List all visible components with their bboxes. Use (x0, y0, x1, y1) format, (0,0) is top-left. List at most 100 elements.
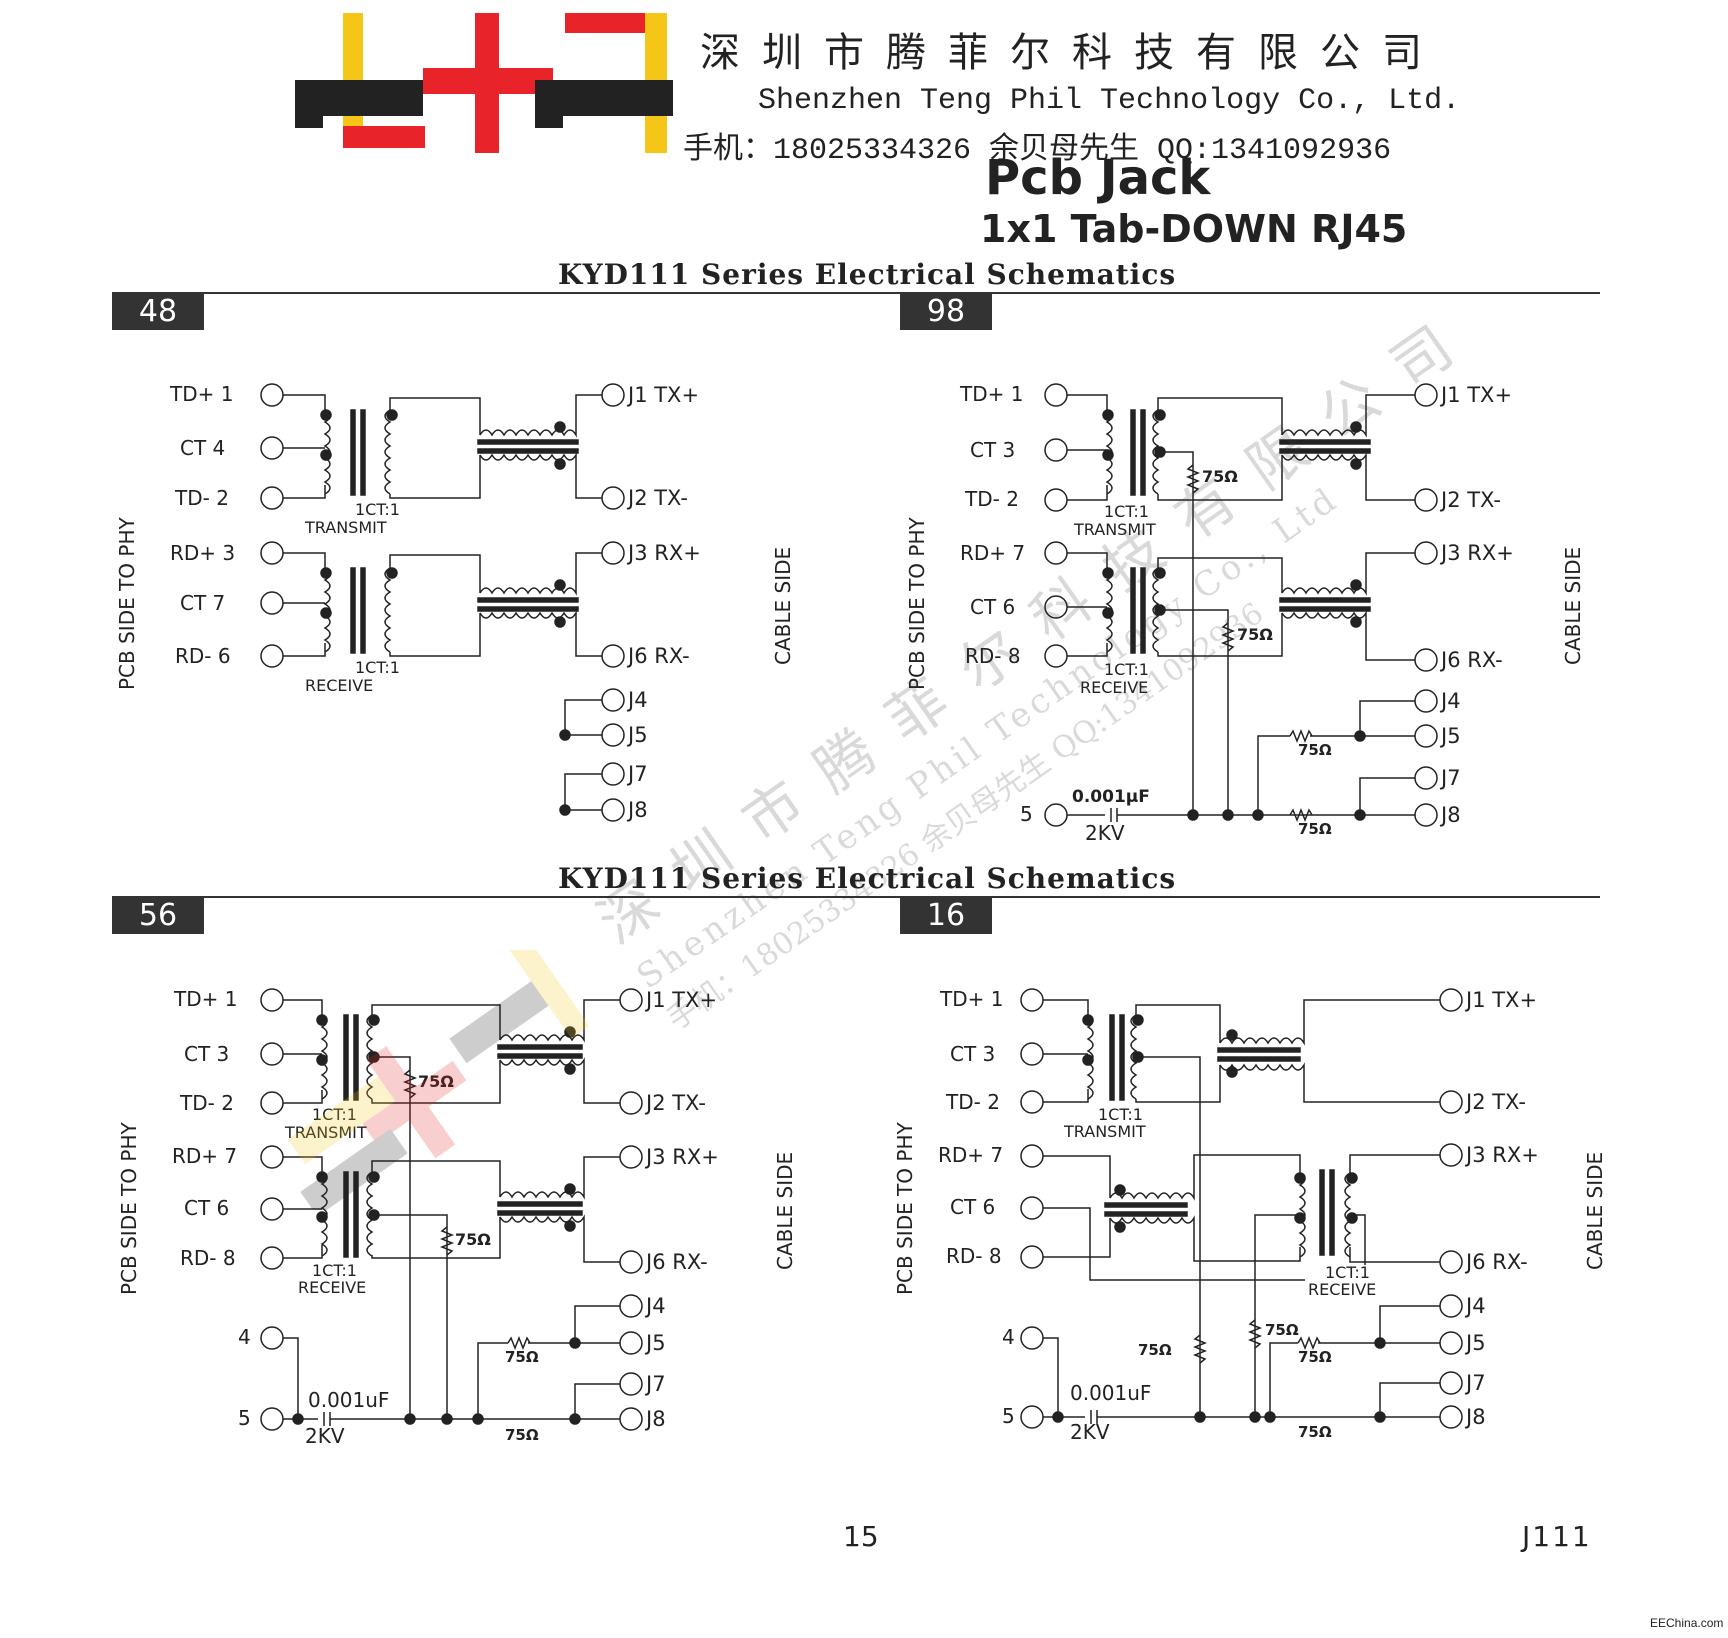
section-rule (112, 292, 1600, 294)
watermark-logo (287, 950, 590, 1210)
svg-text:J8: J8 (1464, 1405, 1486, 1429)
section-title: KYD111 Series Electrical Schematics (558, 258, 1177, 291)
svg-text:TD- 2: TD- 2 (945, 1090, 1000, 1114)
svg-text:CT 6: CT 6 (950, 1195, 995, 1219)
doc-code: J111 (1522, 1520, 1592, 1553)
svg-text:J3 RX+: J3 RX+ (1439, 541, 1514, 565)
svg-text:0.001μF: 0.001μF (1072, 787, 1150, 807)
svg-text:2KV: 2KV (305, 1424, 345, 1445)
svg-text:J6 RX-: J6 RX- (626, 644, 690, 668)
svg-text:J2 TX-: J2 TX- (626, 486, 688, 510)
svg-text:CT 3: CT 3 (950, 1042, 995, 1066)
svg-text:J6 RX-: J6 RX- (1439, 648, 1503, 672)
svg-text:CABLE SIDE: CABLE SIDE (773, 1152, 797, 1270)
svg-text:75Ω: 75Ω (1298, 1348, 1332, 1366)
svg-text:J4: J4 (644, 1294, 666, 1318)
panel-tag: 56 (112, 897, 204, 934)
schematic-98: TD+ 1 CT 3 TD- 2 RD+ 7 CT 6 RD- 8 5 75Ω … (905, 382, 1585, 840)
svg-text:J3 RX+: J3 RX+ (626, 541, 701, 565)
company-name-en: Shenzhen Teng Phil Technology Co., Ltd. (758, 84, 1461, 118)
svg-text:75Ω: 75Ω (1265, 1321, 1299, 1339)
svg-text:CT 6: CT 6 (184, 1196, 229, 1220)
svg-text:PCB SIDE TO PHY: PCB SIDE TO PHY (117, 1121, 141, 1295)
schematic-56: TD+ 1 CT 3 TD- 2 RD+ 7 CT 6 RD- 8 4 5 75… (117, 987, 797, 1445)
pin-label: TD- 2 (174, 486, 229, 510)
svg-text:J6 RX-: J6 RX- (644, 1250, 708, 1274)
pin-label: CT 7 (180, 591, 225, 615)
schematic-16: TD+ 1 CT 3 TD- 2 RD+ 7 CT 6 RD- 8 4 5 1C… (893, 987, 1607, 1444)
svg-text:J2 TX-: J2 TX- (644, 1091, 706, 1115)
svg-text:RD+ 7: RD+ 7 (172, 1144, 237, 1168)
svg-text:CT 3: CT 3 (970, 438, 1015, 462)
company-logo (295, 13, 673, 153)
panel-tag: 48 (112, 293, 204, 330)
svg-text:4: 4 (1002, 1325, 1015, 1349)
svg-text:RD+ 7: RD+ 7 (938, 1143, 1003, 1167)
svg-text:J5: J5 (1439, 724, 1461, 748)
pin-label: TD+ 1 (169, 382, 233, 406)
svg-text:J5: J5 (626, 723, 648, 747)
svg-text:J7: J7 (626, 762, 648, 786)
contact-line: 手机：18025334326 余贝母先生 QQ:1341092936 (683, 134, 1392, 168)
svg-text:J7: J7 (1464, 1371, 1486, 1395)
svg-text:J8: J8 (1439, 803, 1461, 827)
svg-text:TRANSMIT: TRANSMIT (1073, 520, 1156, 539)
credit-text: EEChina.com (1650, 1616, 1724, 1630)
svg-text:0.001uF: 0.001uF (308, 1388, 389, 1412)
svg-text:CABLE SIDE: CABLE SIDE (1561, 547, 1585, 665)
svg-text:75Ω: 75Ω (1138, 1341, 1172, 1359)
pin-label: CT 4 (180, 436, 225, 460)
svg-text:J8: J8 (626, 798, 648, 822)
svg-text:2KV: 2KV (1085, 821, 1125, 840)
svg-text:J6 RX-: J6 RX- (1464, 1250, 1528, 1274)
svg-text:PCB SIDE TO PHY: PCB SIDE TO PHY (893, 1121, 917, 1295)
svg-text:75Ω: 75Ω (455, 1230, 491, 1249)
svg-text:J2 TX-: J2 TX- (1464, 1090, 1526, 1114)
svg-text:PCB SIDE TO PHY: PCB SIDE TO PHY (115, 516, 139, 690)
svg-text:J3 RX+: J3 RX+ (1464, 1143, 1539, 1167)
svg-text:1CT:1: 1CT:1 (1104, 660, 1149, 679)
svg-text:RD- 8: RD- 8 (965, 644, 1021, 668)
svg-text:75Ω: 75Ω (418, 1072, 454, 1091)
schematic-48: TD+ 1 CT 4 TD- 2 RD+ 3 CT 7 RD- 6 1CT:1 … (115, 382, 795, 822)
svg-text:75Ω: 75Ω (505, 1348, 539, 1366)
svg-text:CABLE SIDE: CABLE SIDE (1583, 1152, 1607, 1270)
svg-text:TD+ 1: TD+ 1 (959, 382, 1023, 406)
svg-text:J7: J7 (1439, 766, 1461, 790)
svg-text:TRANSMIT: TRANSMIT (1063, 1122, 1146, 1141)
svg-text:TRANSMIT: TRANSMIT (284, 1123, 367, 1142)
svg-text:RECEIVE: RECEIVE (1080, 678, 1148, 697)
svg-text:TRANSMIT: TRANSMIT (304, 518, 387, 537)
svg-text:1CT:1: 1CT:1 (1098, 1105, 1143, 1124)
svg-text:RD+ 7: RD+ 7 (960, 541, 1025, 565)
svg-text:5: 5 (1020, 802, 1033, 826)
svg-text:RD- 8: RD- 8 (180, 1246, 236, 1270)
svg-text:0.001uF: 0.001uF (1070, 1381, 1151, 1405)
svg-text:1CT:1: 1CT:1 (1104, 502, 1149, 521)
svg-text:RD- 8: RD- 8 (946, 1244, 1002, 1268)
svg-text:75Ω: 75Ω (505, 1426, 539, 1444)
svg-text:1CT:1: 1CT:1 (355, 658, 400, 677)
svg-text:J4: J4 (1464, 1294, 1486, 1318)
svg-text:J7: J7 (644, 1372, 666, 1396)
svg-text:TD+ 1: TD+ 1 (939, 987, 1003, 1011)
svg-text:TD- 2: TD- 2 (964, 487, 1019, 511)
svg-text:1CT:1: 1CT:1 (312, 1261, 357, 1280)
svg-text:1CT:1: 1CT:1 (312, 1105, 357, 1124)
svg-text:RECEIVE: RECEIVE (1308, 1280, 1376, 1299)
product-subtitle: 1x1 Tab-DOWN RJ45 (980, 207, 1408, 251)
svg-text:1CT:1: 1CT:1 (1325, 1263, 1370, 1282)
svg-text:J2 TX-: J2 TX- (1439, 488, 1501, 512)
svg-text:RECEIVE: RECEIVE (298, 1278, 366, 1297)
svg-text:J1 TX+: J1 TX+ (1464, 988, 1537, 1012)
product-title: Pcb Jack (985, 150, 1211, 206)
svg-text:J1 TX+: J1 TX+ (626, 383, 699, 407)
section-rule (112, 896, 1600, 898)
svg-text:1CT:1: 1CT:1 (355, 500, 400, 519)
svg-text:J4: J4 (626, 688, 648, 712)
svg-text:J5: J5 (1464, 1331, 1486, 1355)
svg-text:CT 3: CT 3 (184, 1042, 229, 1066)
panel-tag: 98 (900, 293, 992, 330)
svg-text:75Ω: 75Ω (1298, 820, 1332, 838)
svg-text:TD+ 1: TD+ 1 (173, 987, 237, 1011)
